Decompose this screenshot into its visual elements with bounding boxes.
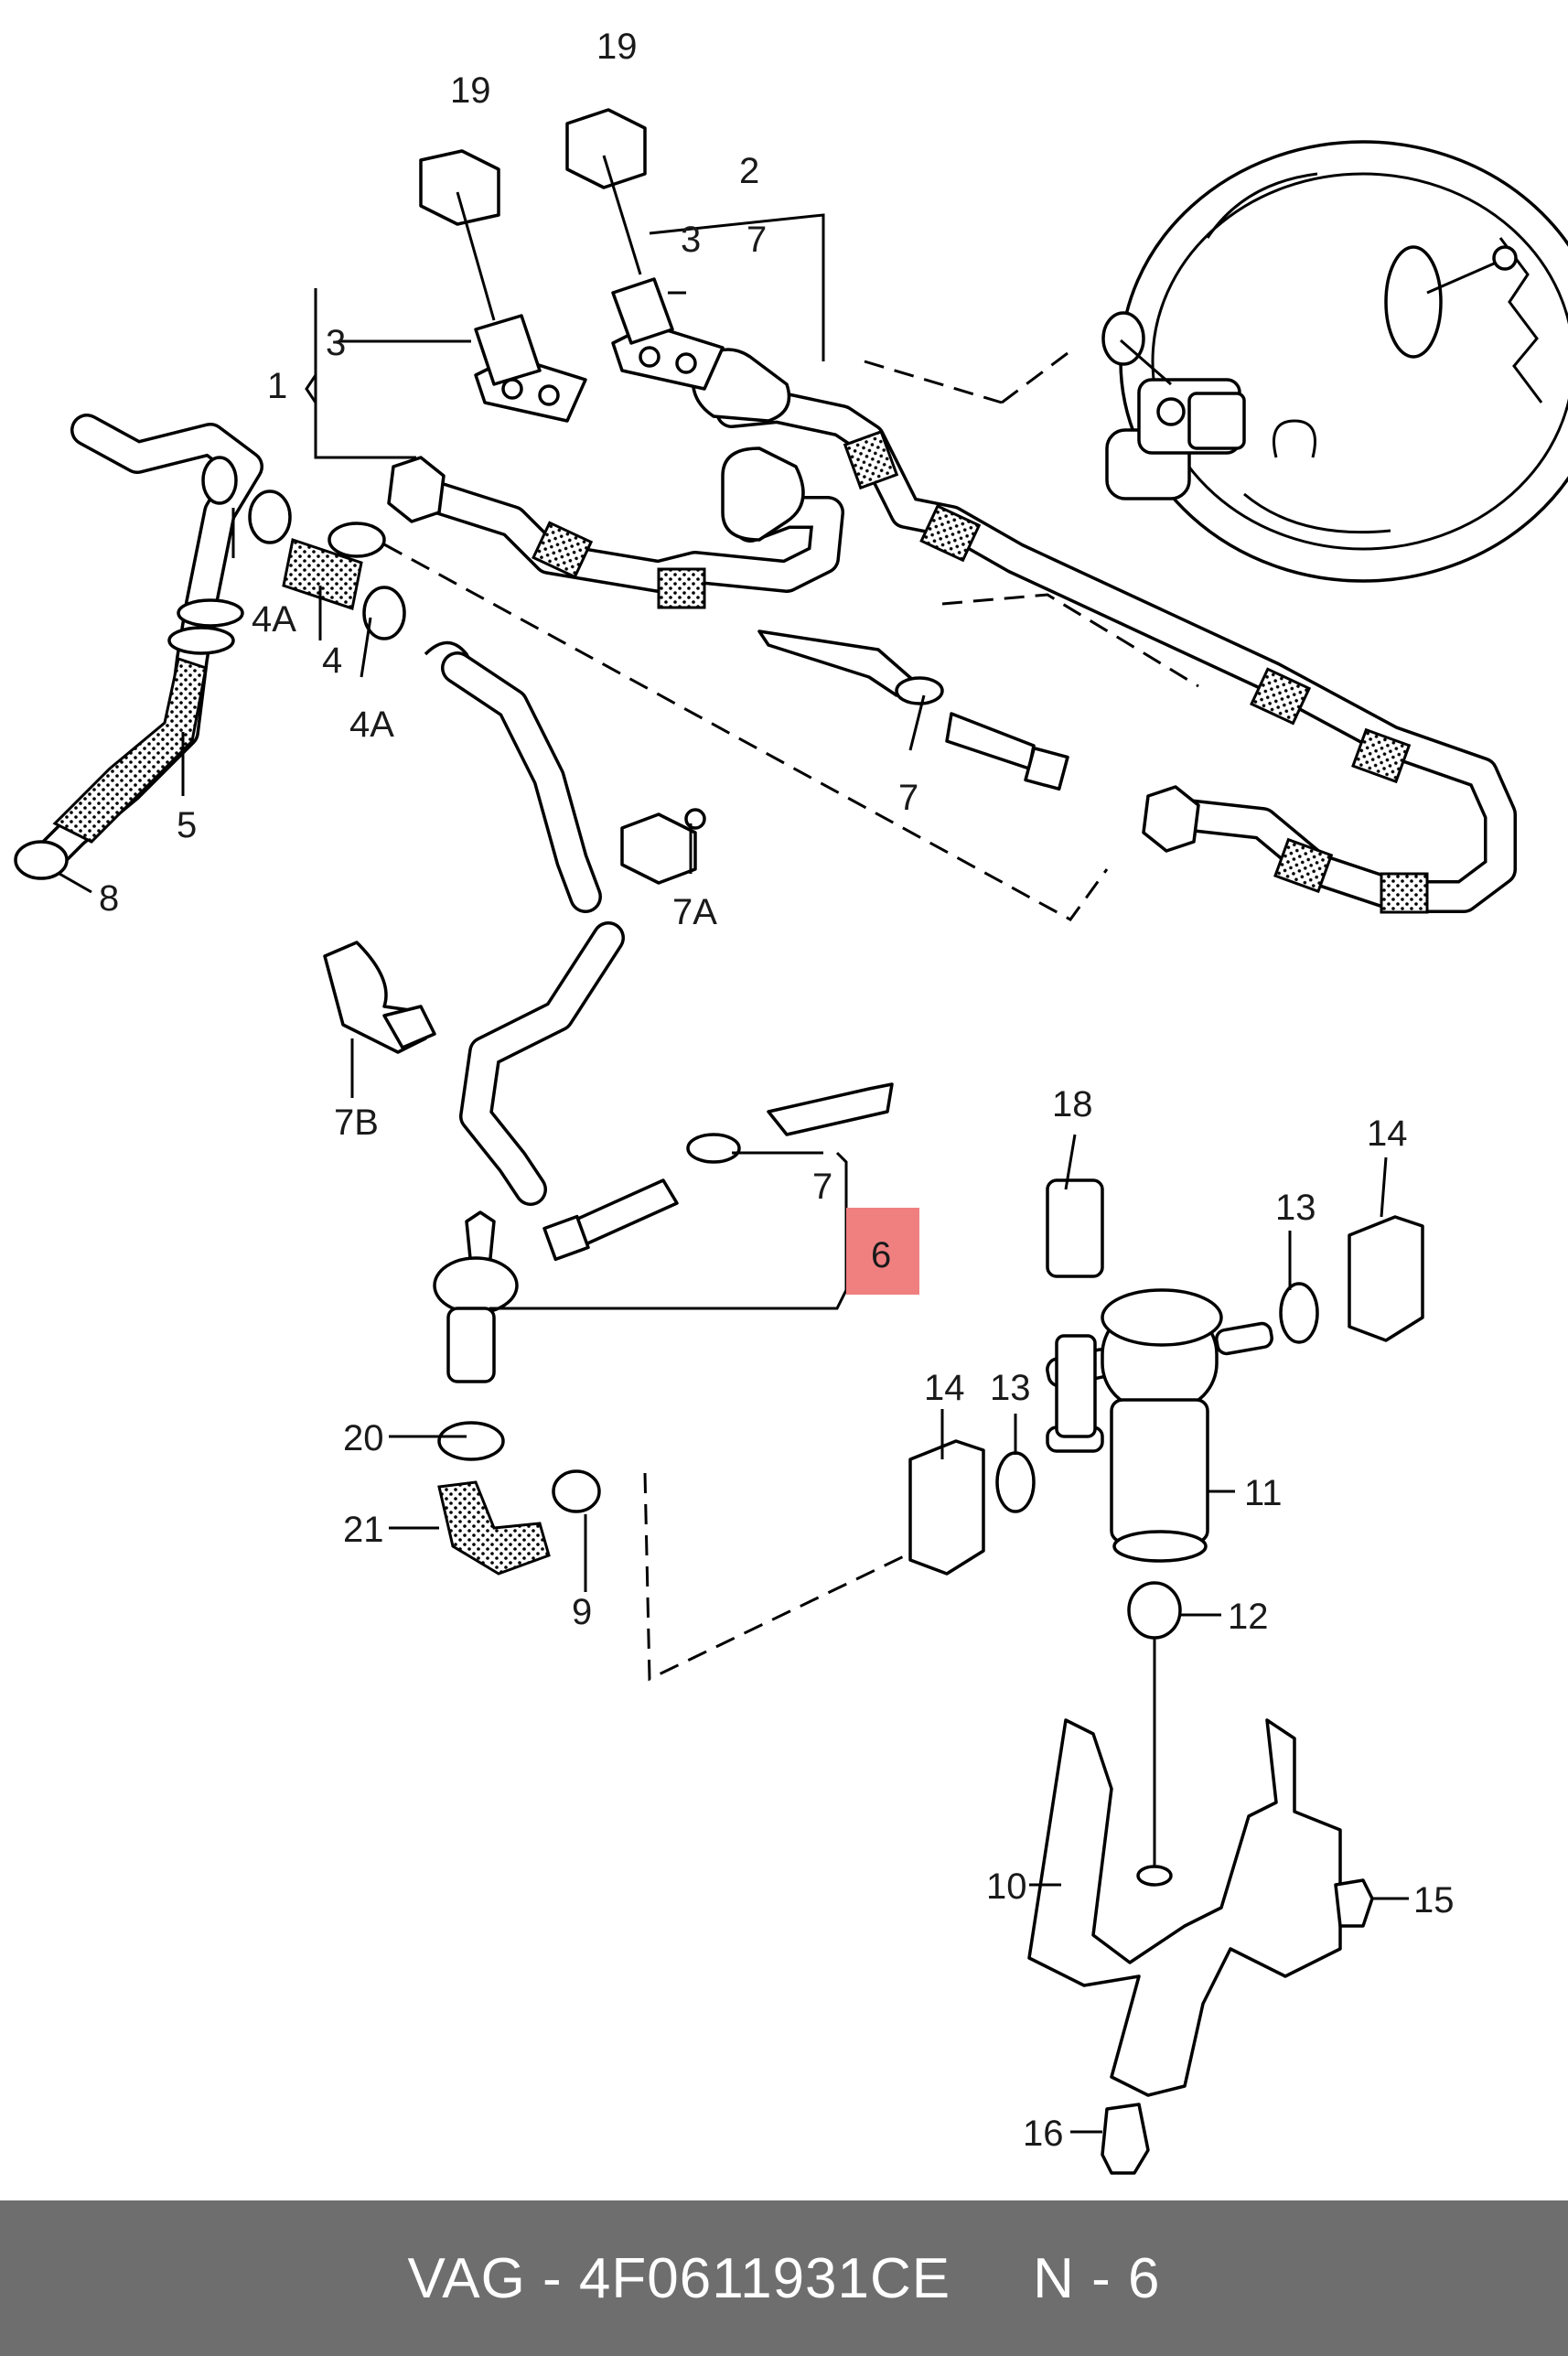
clamp-4A [248, 489, 406, 640]
callout-19-right: 19 [596, 27, 638, 67]
callout-5: 5 [177, 805, 197, 845]
callout-7A: 7A [672, 892, 717, 932]
cable-tie-lower [542, 1082, 894, 1262]
vacuum-pump [1046, 1288, 1273, 1563]
connector-4 [282, 522, 386, 610]
bushing-14 [908, 1215, 1424, 1576]
master-cylinder [1101, 311, 1246, 500]
callout-10: 10 [986, 1867, 1027, 1907]
mounting-bracket [1027, 1718, 1342, 2097]
vacuum-sensor [433, 1210, 601, 1576]
callout-7-top: 7 [746, 220, 767, 260]
callout-18: 18 [1052, 1084, 1093, 1124]
callout-16: 16 [1023, 2114, 1064, 2154]
nut-16 [1101, 2103, 1150, 2175]
callout-3-left: 3 [326, 323, 346, 363]
callout-6: 6 [871, 1235, 891, 1275]
callout-7-mid: 7 [898, 778, 918, 818]
hose-left [14, 414, 263, 880]
callout-labels: 19 19 2 3 7 3 1 4A 4 4A 5 8 7 7A 7B 7 6 … [99, 27, 1455, 2154]
page-reference: N - 6 [1033, 2246, 1161, 2310]
callout-4A-mid: 4A [349, 705, 394, 745]
callout-2: 2 [739, 151, 759, 191]
callout-14-right: 14 [1367, 1113, 1408, 1154]
brake-booster [1119, 140, 1568, 583]
callout-4: 4 [322, 640, 342, 681]
cable-tie-upper [757, 629, 1069, 791]
callout-3-right: 3 [681, 220, 701, 260]
protective-cap-right [565, 108, 647, 275]
callout-13-left: 13 [990, 1368, 1031, 1408]
part-number: VAG - 4F0611931CE [407, 2246, 951, 2310]
check-valve-left [474, 314, 587, 423]
callout-9: 9 [572, 1592, 592, 1632]
callout-12: 12 [1228, 1597, 1269, 1637]
footer-bar: VAG - 4F0611931CE N - 6 [0, 2200, 1568, 2356]
callout-11: 11 [1244, 1473, 1283, 1513]
callout-15: 15 [1413, 1880, 1455, 1920]
callout-8: 8 [99, 878, 119, 919]
callout-19-left: 19 [450, 70, 491, 111]
callout-4A-left: 4A [252, 599, 296, 640]
callout-1: 1 [267, 366, 287, 406]
check-valve-right [611, 277, 725, 391]
callout-6-highlight [846, 1208, 919, 1295]
clip-7A [620, 808, 706, 885]
callout-21: 21 [343, 1510, 384, 1550]
hose-center [424, 640, 625, 1206]
callout-7-low: 7 [812, 1167, 832, 1207]
connector-plug-18 [1046, 1178, 1104, 1438]
parts-diagram: 19 19 2 3 7 3 1 4A 4 4A 5 8 7 7A 7B 7 6 … [14, 27, 1568, 2175]
bolt-15 [1334, 1878, 1374, 1928]
clip-7B [323, 941, 436, 1054]
callout-13-right: 13 [1275, 1188, 1316, 1228]
callout-14-left: 14 [924, 1368, 965, 1408]
grommet-12 [1127, 1581, 1182, 1867]
upper-vacuum-hose [387, 348, 1517, 914]
protective-cap-left [419, 149, 500, 321]
callout-7B: 7B [334, 1103, 379, 1143]
grommet-13 [995, 1282, 1319, 1513]
callout-20: 20 [343, 1418, 384, 1458]
